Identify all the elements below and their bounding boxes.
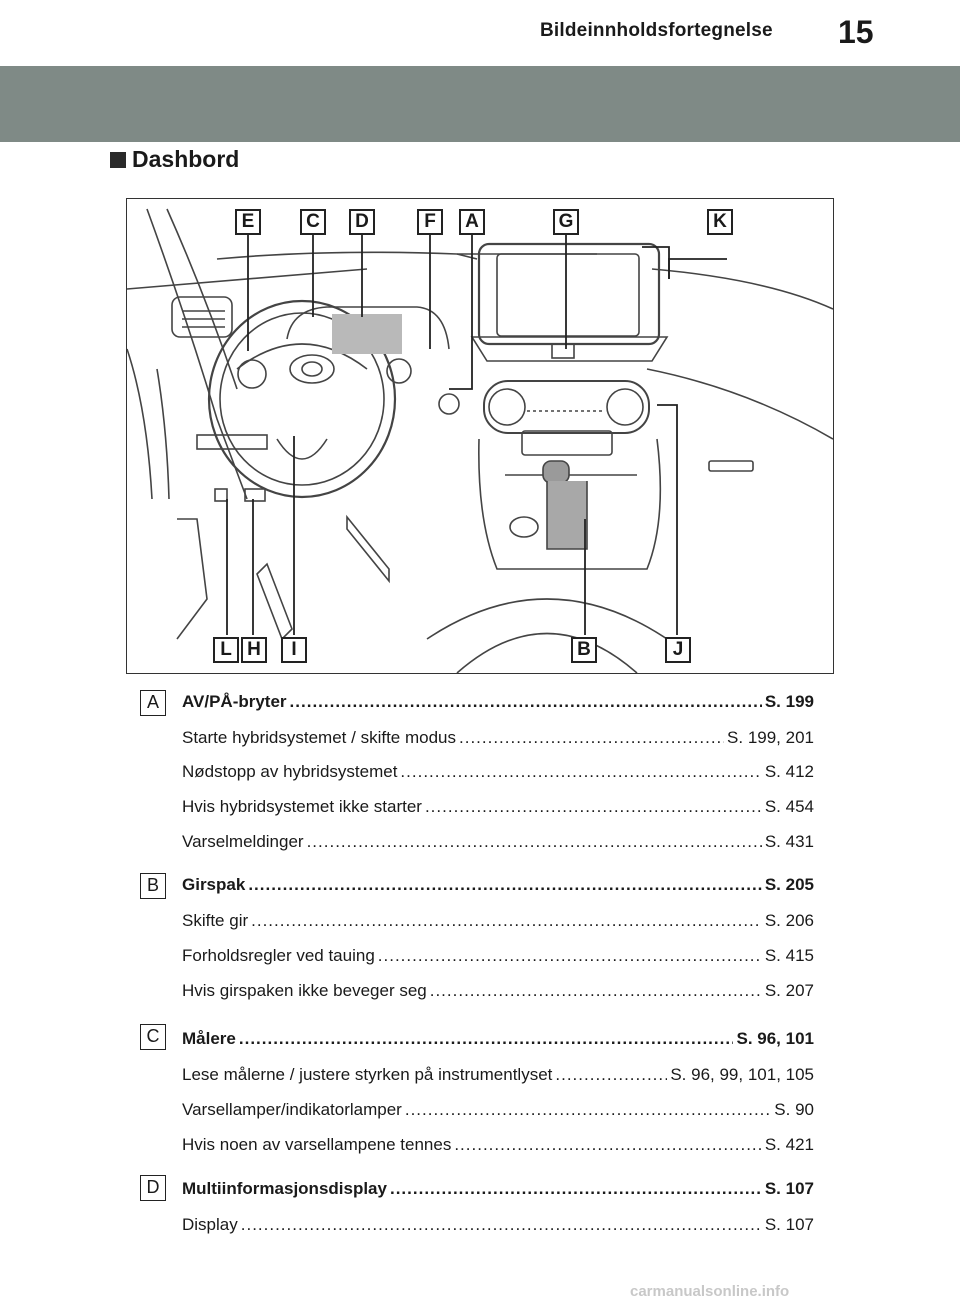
entry-item: Skifte gir S. 206 (182, 911, 814, 935)
page-ref: S. 107 (764, 1215, 814, 1234)
entry-letter: A (140, 690, 166, 716)
entry-title: Girspak (182, 875, 246, 894)
page-ref: S. 107 (764, 1179, 814, 1198)
section-title-text: Dashbord (132, 146, 240, 172)
item-label: Hvis girspaken ikke beveger seg (182, 981, 427, 1000)
callout-A: A (459, 209, 485, 235)
entry-title: Målere (182, 1029, 236, 1048)
item-label: Varselmeldinger (182, 832, 304, 851)
item-label: Display (182, 1215, 238, 1234)
entry-title: Multiinformasjonsdisplay (182, 1179, 387, 1198)
callout-K: K (707, 209, 733, 235)
entry-letter: D (140, 1175, 166, 1201)
page-ref: S. 199 (764, 692, 814, 711)
page-ref: S. 199, 201 (727, 728, 814, 747)
page-ref: S. 431 (764, 832, 814, 851)
item-label: Hvis noen av varsellampene tennes (182, 1135, 452, 1154)
callout-J: J (665, 637, 691, 663)
page-ref: S. 206 (764, 911, 814, 930)
entry-letter: C (140, 1024, 166, 1050)
item-label: Forholdsregler ved tauing (182, 946, 375, 965)
callout-E: E (235, 209, 261, 235)
entry-item: Lese målerne / justere styrken på instru… (182, 1065, 814, 1089)
page-ref: S. 421 (764, 1135, 814, 1154)
entry-title: AV/PÅ-bryter (182, 692, 287, 711)
item-label: Nødstopp av hybridsystemet (182, 762, 398, 781)
callout-D: D (349, 209, 375, 235)
dashboard-drawing (127, 208, 833, 673)
callout-L: L (213, 637, 239, 663)
page-ref: S. 412 (764, 762, 814, 781)
callout-G: G (553, 209, 579, 235)
page-ref: S. 207 (764, 981, 814, 1000)
entry-item: Varselmeldinger S. 431 (182, 832, 814, 856)
entry-title-row: Multiinformasjonsdisplay S. 107 (182, 1179, 814, 1203)
page-ref: S. 96, 99, 101, 105 (670, 1065, 814, 1084)
callout-F: F (417, 209, 443, 235)
section-title: Dashbord (110, 146, 239, 173)
page-ref: S. 96, 101 (736, 1029, 814, 1048)
entry-title-row: Girspak S. 205 (182, 875, 814, 899)
page-ref: S. 454 (764, 797, 814, 816)
entry-item: Hvis noen av varsellampene tennes S. 421 (182, 1135, 814, 1159)
item-label: Lese målerne / justere styrken på instru… (182, 1065, 553, 1084)
watermark-text: carmanualsonline.info (630, 1283, 790, 1300)
entry-title-row: Målere S. 96, 101 (182, 1029, 814, 1053)
dashboard-illustration: E C D F A G K L H I B J (126, 198, 834, 674)
item-label: Skifte gir (182, 911, 249, 930)
item-label: Hvis hybridsystemet ikke starter (182, 797, 422, 816)
callout-I: I (281, 637, 307, 663)
entry-item: Nødstopp av hybridsystemet S. 412 (182, 762, 814, 786)
entry-title-row: AV/PÅ-bryter S. 199 (182, 692, 814, 716)
page-ref: S. 415 (764, 946, 814, 965)
header-title: Bildeinnholdsfortegnelse (540, 20, 773, 41)
page-number: 15 (838, 14, 874, 50)
callout-B: B (571, 637, 597, 663)
item-label: Starte hybridsystemet / skifte modus (182, 728, 456, 747)
page-ref: S. 205 (764, 875, 814, 894)
entry-item: Hvis girspaken ikke beveger seg S. 207 (182, 981, 814, 1005)
callout-C: C (300, 209, 326, 235)
page-ref: S. 90 (774, 1100, 814, 1119)
entry-item: Display S. 107 (182, 1215, 814, 1239)
header-band (0, 66, 960, 142)
entry-item: Varsellamper/indikatorlamper S. 90 (182, 1100, 814, 1124)
entry-item: Hvis hybridsystemet ikke starter S. 454 (182, 797, 814, 821)
entry-item: Forholdsregler ved tauing S. 415 (182, 946, 814, 970)
callout-H: H (241, 637, 267, 663)
entry-letter: B (140, 873, 166, 899)
square-bullet-icon (110, 151, 126, 168)
entry-item: Starte hybridsystemet / skifte modus S. 1… (182, 728, 814, 752)
item-label: Varsellamper/indikatorlamper (182, 1100, 402, 1119)
